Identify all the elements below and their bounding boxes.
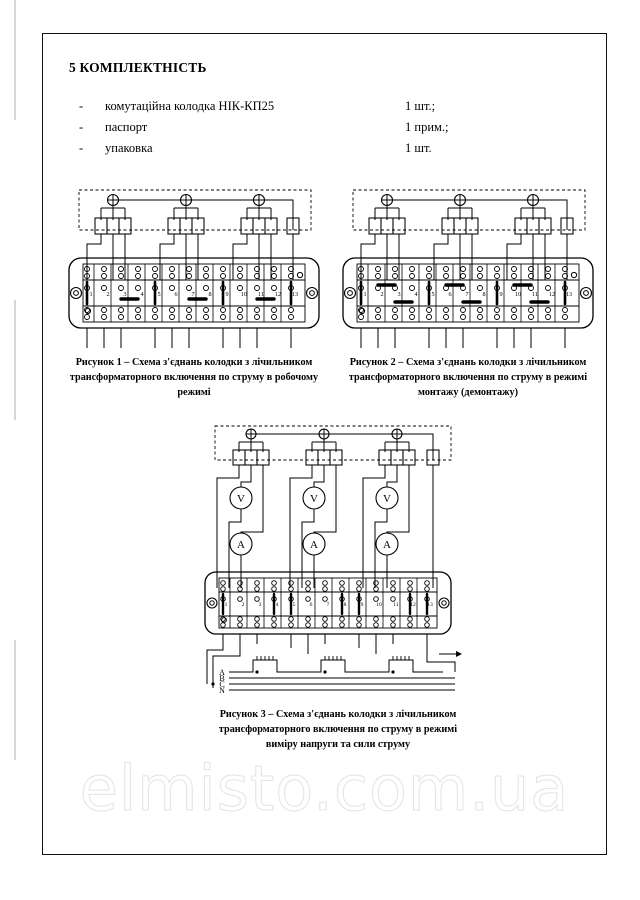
terminal-number: 9 — [499, 291, 502, 298]
voltmeter-label: V — [237, 493, 245, 505]
caption-line: виміру напруги та сили струму — [265, 738, 411, 750]
part-quantity: 1 шт. — [405, 141, 432, 155]
terminal-number: 3 — [123, 291, 126, 298]
terminal-number: 10 — [515, 291, 521, 298]
part-quantity: 1 шт.; — [405, 99, 436, 113]
page-content: 5 КОМПЛЕКТНІСТЬ - комутаційна колодка НІ… — [43, 34, 606, 854]
part-quantity: 1 прим.; — [405, 120, 449, 134]
voltmeter-label: V — [383, 493, 391, 505]
page-title: 5 КОМПЛЕКТНІСТЬ — [69, 60, 207, 75]
svg-text:11: 11 — [393, 602, 399, 608]
caption-line: монтажу (демонтажу) — [418, 386, 518, 398]
list-bullet: - — [79, 99, 84, 113]
scan-artifact-left-top — [14, 0, 16, 120]
terminal-number: 7 — [191, 291, 194, 298]
caption-line: Рисунок 2 – Схема з'єднань колодки з ліч… — [349, 357, 587, 368]
terminal-number: 10 — [241, 291, 247, 298]
svg-text:6: 6 — [310, 602, 313, 608]
list-bullet: - — [79, 141, 84, 155]
svg-text:3: 3 — [259, 602, 262, 608]
figure-2-caption: Рисунок 2 – Схема з'єднань колодки з ліч… — [335, 356, 601, 400]
caption-line: Рисунок 1 – Схема з'єднань колодки з ліч… — [75, 357, 313, 368]
list-item: - упаковка 1 шт. — [79, 141, 559, 162]
figure-2-schematic: 1 2 3 4 5 6 7 8 9 10 11 12 13 — [342, 189, 594, 348]
figure-3-caption: Рисунок 3 – Схема з'єднань колодки з ліч… — [193, 708, 483, 752]
caption-line: трансформаторного включення по струму в … — [348, 371, 588, 383]
phase-label-n: N — [219, 686, 225, 695]
terminal-number: 6 — [448, 291, 451, 298]
svg-text:10: 10 — [376, 602, 382, 608]
caption-line: режимі — [177, 386, 211, 398]
terminal-number: 2 — [380, 291, 383, 298]
svg-text:12: 12 — [410, 602, 416, 608]
terminal-number: 3 — [397, 291, 400, 298]
svg-text:5: 5 — [293, 602, 296, 608]
part-name: упаковка — [105, 141, 153, 155]
scan-artifact-left-bottom — [14, 640, 16, 760]
terminal-number: 8 — [482, 291, 485, 298]
phase-label-a: A — [219, 668, 225, 677]
figure-2: 1 2 3 4 5 6 7 8 9 10 11 12 13 Рисунок 2 … — [335, 184, 601, 400]
figure-1: 1 2 3 4 5 6 7 8 9 10 11 12 13 Рисунок 1 … — [61, 184, 327, 400]
figure-1-caption: Рисунок 1 – Схема з'єднань колодки з ліч… — [61, 356, 327, 400]
ammeter-label: A — [383, 539, 391, 551]
scan-artifact-left-mid — [14, 300, 16, 420]
phase-label-c: C — [219, 680, 224, 689]
terminal-number: 7 — [465, 291, 468, 298]
parts-list: - комутаційна колодка НІК-КП25 1 шт.; - … — [79, 99, 559, 162]
watermark: elmisto.com.ua — [79, 752, 570, 826]
terminal-number: 12 — [275, 291, 281, 298]
terminal-number: 13 — [566, 291, 572, 298]
caption-line: трансформаторного включення по струму в … — [69, 371, 319, 383]
terminal-number: 1 — [363, 291, 366, 298]
part-name: комутаційна колодка НІК-КП25 — [105, 99, 275, 113]
svg-text:13: 13 — [427, 602, 433, 608]
svg-text:7: 7 — [327, 602, 330, 608]
list-bullet: - — [79, 120, 84, 134]
ammeter-label: A — [237, 539, 245, 551]
terminal-number: 6 — [174, 291, 177, 298]
terminal-number: 4 — [140, 291, 143, 298]
svg-text:2: 2 — [242, 602, 245, 608]
figure-1-schematic: 1 2 3 4 5 6 7 8 9 10 11 12 13 — [68, 189, 320, 348]
terminal-number: 9 — [225, 291, 228, 298]
list-item: - паспорт 1 прим.; — [79, 120, 559, 141]
voltmeter-label: V — [310, 493, 318, 505]
svg-text:9: 9 — [361, 602, 364, 608]
svg-text:1: 1 — [225, 602, 228, 608]
terminal-number: 11 — [532, 291, 538, 298]
caption-line: трансформаторного включення по струму в … — [218, 723, 458, 735]
terminal-number: 2 — [106, 291, 109, 298]
terminal-number: 4 — [414, 291, 417, 298]
part-name: паспорт — [105, 120, 148, 134]
terminal-number: 13 — [292, 291, 298, 298]
terminal-number: 11 — [258, 291, 264, 298]
terminal-number: 5 — [431, 291, 434, 298]
svg-text:8: 8 — [344, 602, 347, 608]
terminal-number: 8 — [208, 291, 211, 298]
terminal-number: 1 — [89, 291, 92, 298]
list-item: - комутаційна колодка НІК-КП25 1 шт.; — [79, 99, 559, 120]
terminal-number: 12 — [549, 291, 555, 298]
terminal-number: 5 — [157, 291, 160, 298]
document-page: 5 КОМПЛЕКТНІСТЬ - комутаційна колодка НІ… — [42, 33, 607, 855]
svg-text:4: 4 — [276, 602, 279, 608]
ammeter-label: A — [310, 539, 318, 551]
caption-line: Рисунок 3 – Схема з'єднань колодки з ліч… — [219, 709, 457, 720]
phase-label-b: B — [219, 674, 224, 683]
